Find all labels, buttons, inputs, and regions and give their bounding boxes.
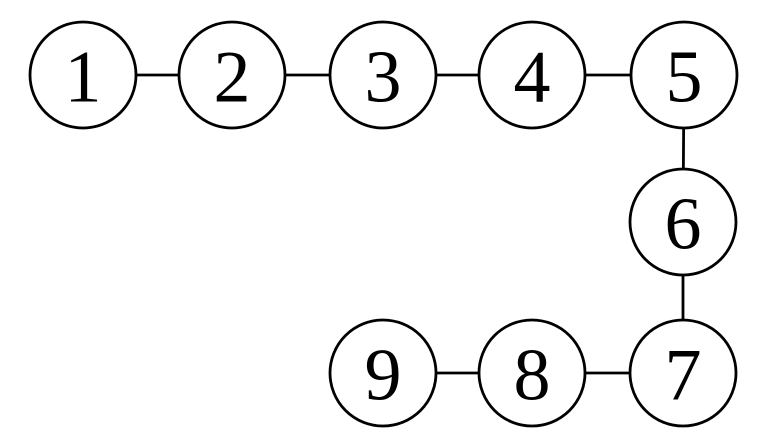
node-circle-3 [328,20,438,130]
node-label-2: 2 [214,37,251,119]
graph-node-3: 3 [328,20,438,130]
node-label-6: 6 [665,184,702,266]
graph-node-5: 5 [629,20,739,130]
node-circle-7 [628,318,738,428]
graph-node-8: 8 [477,318,587,428]
node-label-7: 7 [665,335,702,417]
node-circle-2 [177,20,287,130]
node-label-9: 9 [365,335,402,417]
graph-node-7: 7 [628,318,738,428]
graph-node-4: 4 [477,20,587,130]
node-label-4: 4 [514,37,551,119]
graph-node-6: 6 [628,167,738,277]
node-label-5: 5 [666,37,703,119]
node-circle-5 [629,20,739,130]
node-circle-4 [477,20,587,130]
node-label-1: 1 [65,37,102,119]
graph-node-2: 2 [177,20,287,130]
node-label-3: 3 [365,37,402,119]
node-circle-6 [628,167,738,277]
node-circle-9 [328,318,438,428]
graph-node-1: 1 [28,20,138,130]
node-circle-8 [477,318,587,428]
node-label-8: 8 [514,335,551,417]
graph-node-9: 9 [328,318,438,428]
node-circle-1 [28,20,138,130]
